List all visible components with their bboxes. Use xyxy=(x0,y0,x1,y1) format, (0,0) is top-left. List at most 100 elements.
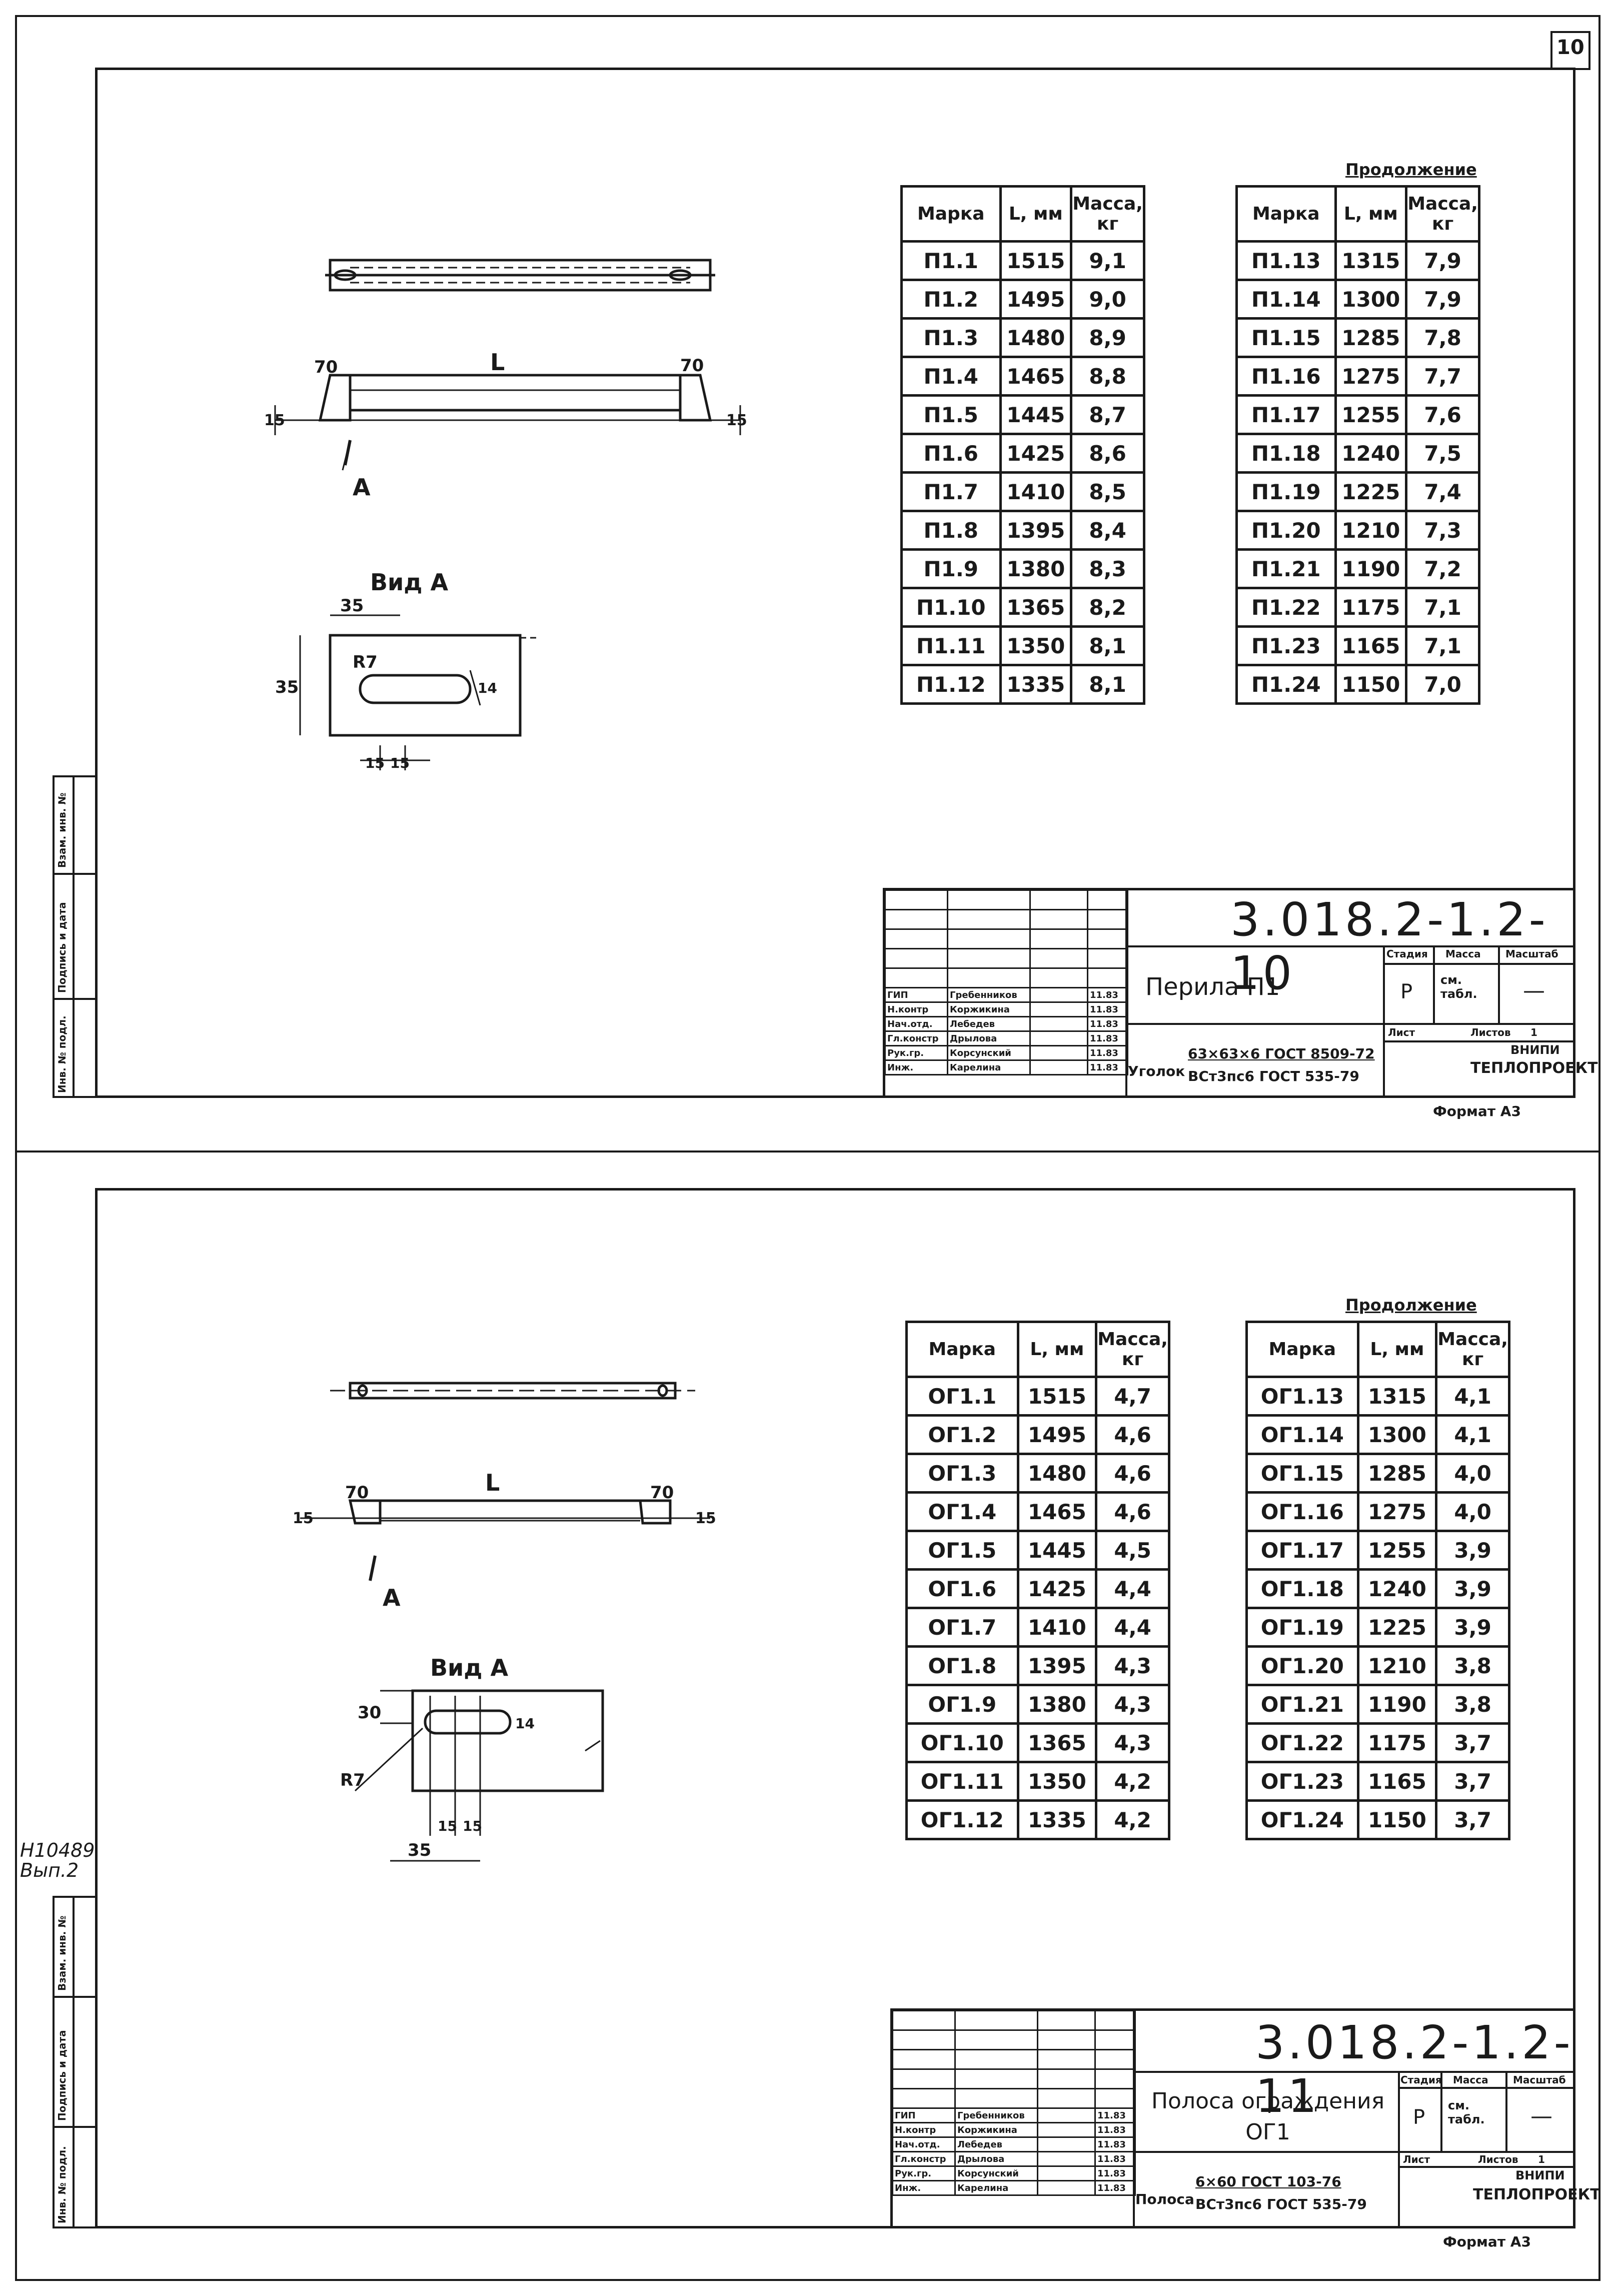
cell-length: 1285 xyxy=(1356,1453,1438,1494)
stamp-blank-row xyxy=(884,928,1128,949)
stamp-name: Корсунский xyxy=(947,1045,1031,1061)
cell-mass: 4,4 xyxy=(1095,1607,1170,1648)
stamp-date: 11.83 xyxy=(1087,1001,1128,1017)
stamp-name: Дрылова xyxy=(947,1030,1031,1046)
stamp-signature xyxy=(1029,1059,1088,1075)
cell-mass: 8,8 xyxy=(1070,356,1145,397)
cell-length: 1350 xyxy=(1016,1761,1098,1802)
side-label-2c: Инв. № подл. xyxy=(56,2146,68,2223)
doc-number-2: 3.018.2-1.2- 11 xyxy=(1255,2016,1573,2123)
stamp-signature xyxy=(1037,2122,1096,2138)
cell-mass: 8,1 xyxy=(1070,664,1145,705)
title-block-1 xyxy=(883,888,1575,1098)
cell-mass: 9,0 xyxy=(1070,279,1145,320)
cell-length: 1255 xyxy=(1334,394,1408,435)
cell-mass: 7,8 xyxy=(1405,317,1480,358)
continuation-label-1: Продолжение xyxy=(1345,160,1477,179)
side-label-1c: Инв. № подл. xyxy=(56,1015,68,1093)
stamp-blank-row xyxy=(892,2049,1136,2070)
cell-mark: ОГ1.3 xyxy=(905,1453,1019,1494)
stage-header-2: Стадия xyxy=(1400,2074,1442,2086)
cell-length: 1275 xyxy=(1356,1491,1438,1532)
cell-mass: 4,7 xyxy=(1095,1376,1170,1417)
material-line1-1: 63×63×6 ГОСТ 8509-72 xyxy=(1188,1045,1375,1062)
sheets-value-1: 1 xyxy=(1530,1026,1537,1038)
cell-length: 1175 xyxy=(1334,587,1408,628)
stage-value-2: Р xyxy=(1413,2106,1425,2129)
cell-mark: П1.9 xyxy=(900,548,1002,589)
cell-mark: ОГ1.10 xyxy=(905,1722,1019,1763)
stamp-blank-row xyxy=(892,2068,1136,2089)
cell-mass: 8,2 xyxy=(1070,587,1145,628)
mass-header-2: Масса xyxy=(1453,2074,1488,2086)
cell-mark: П1.21 xyxy=(1235,548,1337,589)
cell-mark: П1.13 xyxy=(1235,240,1337,281)
side-label-2b: Подпись и дата xyxy=(56,2030,68,2121)
view-label-1: Вид А xyxy=(370,569,448,596)
material-prefix-1: Уголок xyxy=(1128,1063,1185,1079)
cell-length: 1300 xyxy=(1334,279,1408,320)
stage-header-1: Стадия xyxy=(1386,948,1428,960)
stamp-role: Гл.констр xyxy=(884,1030,948,1046)
stamp-blank-row xyxy=(892,2088,1136,2109)
cell-length: 1515 xyxy=(1016,1376,1098,1417)
cell-length: 1410 xyxy=(999,471,1073,512)
drawing-title-2: Полоса ограждения ОГ1 xyxy=(1151,2088,1385,2145)
cell-mark: ОГ1.6 xyxy=(905,1568,1019,1609)
cell-length: 1365 xyxy=(1016,1722,1098,1763)
dim-70a-1: 70 xyxy=(314,357,338,377)
stamp-name: Коржикина xyxy=(954,2122,1038,2138)
cell-length: 1165 xyxy=(1356,1761,1438,1802)
cell-mass: 7,1 xyxy=(1405,625,1480,666)
cell-mark: П1.14 xyxy=(1235,279,1337,320)
cell-mark: П1.16 xyxy=(1235,356,1337,397)
stamp-date: 11.83 xyxy=(1094,2151,1136,2167)
cell-mass: 3,8 xyxy=(1435,1645,1510,1686)
cell-mark: П1.18 xyxy=(1235,433,1337,474)
cell-length: 1425 xyxy=(999,433,1073,474)
mass-value-2: см. табл. xyxy=(1448,2098,1485,2126)
view-label-2: Вид А xyxy=(430,1654,508,1681)
cell-mark: ОГ1.24 xyxy=(1245,1799,1359,1840)
cell-mass: 7,5 xyxy=(1405,433,1480,474)
cell-mark: П1.7 xyxy=(900,471,1002,512)
cell-mark: ОГ1.22 xyxy=(1245,1722,1359,1763)
org-line1-2: ВНИПИ xyxy=(1515,2168,1565,2182)
cell-mark: П1.11 xyxy=(900,625,1002,666)
doc-number-1: 3.018.2-1.2- 10 xyxy=(1230,893,1548,1000)
stamp-date: 11.83 xyxy=(1094,2107,1136,2123)
cell-length: 1175 xyxy=(1356,1722,1438,1763)
cell-mass: 8,9 xyxy=(1070,317,1145,358)
stamp-role: Н.контр xyxy=(884,1001,948,1017)
cell-length: 1495 xyxy=(1016,1414,1098,1455)
cell-length: 1380 xyxy=(1016,1684,1098,1725)
cell-length: 1225 xyxy=(1334,471,1408,512)
cell-length: 1380 xyxy=(999,548,1073,589)
cell-mark: П1.15 xyxy=(1235,317,1337,358)
cell-mark: ОГ1.7 xyxy=(905,1607,1019,1648)
cell-mass: 3,9 xyxy=(1435,1607,1510,1648)
dim-15a-1: 15 xyxy=(264,412,285,429)
cell-length: 1315 xyxy=(1334,240,1408,281)
stamp-blank-row xyxy=(884,909,1128,930)
stamp-signature xyxy=(1037,2165,1096,2181)
page-border xyxy=(15,15,1600,2281)
cell-mark: П1.6 xyxy=(900,433,1002,474)
stamp-name: Лебедев xyxy=(947,1016,1031,1032)
